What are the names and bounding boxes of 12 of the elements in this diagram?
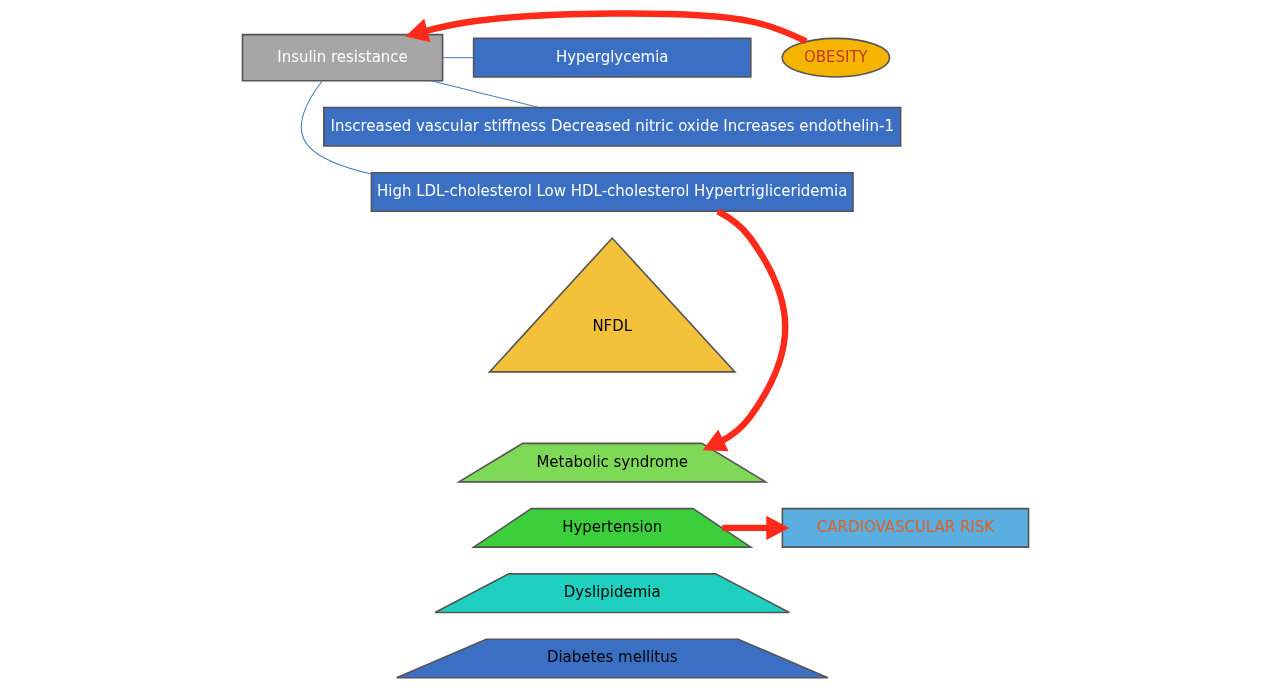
node-box: Insulin resistance [241,33,443,81]
connector [430,79,539,108]
node-box: CARDIOVASCULAR RISK [781,507,1029,548]
connector [300,79,372,175]
node-box: Hyperglycemia [472,37,752,78]
connector [441,56,474,58]
arrow [721,515,789,540]
arrow [404,9,808,44]
arrow [702,208,788,451]
node-box: High LDL-cholesterol Low HDL-cholesterol Hypertrigliceridemia [370,171,854,212]
node-box: Inscreased vascular stiffness Decreased nitric oxide Increases endothelin-1 [322,106,901,147]
node-ellipse: OBESITY [781,37,890,78]
